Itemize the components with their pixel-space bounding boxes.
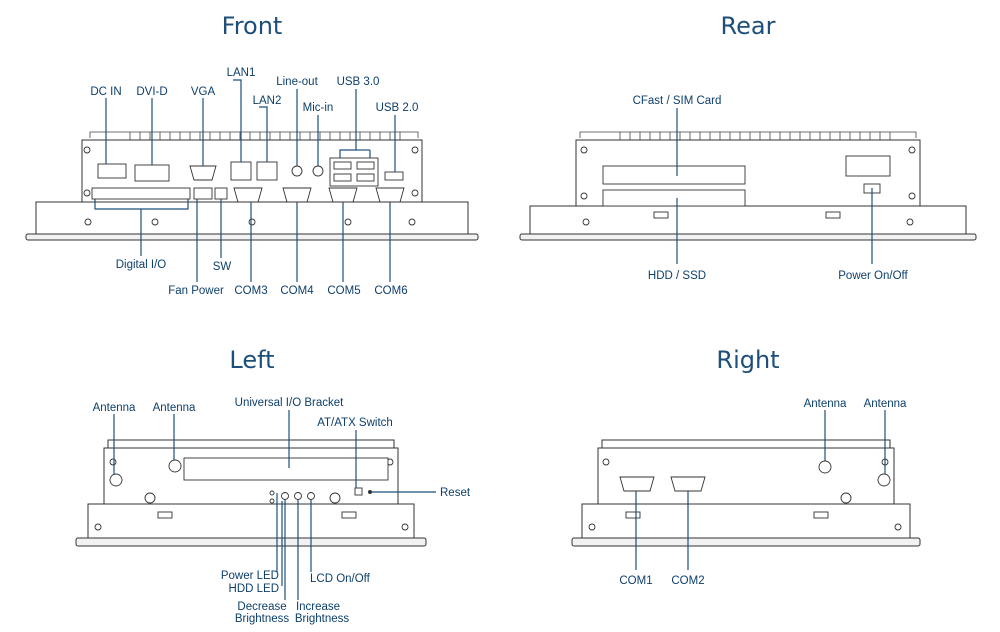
front-view: Front xyxy=(25,12,479,297)
antenna-hole-1 xyxy=(109,473,123,487)
right-view: Right Antenna Antenna COM1 COM2 xyxy=(571,346,921,587)
label-decrease-1: Decrease xyxy=(237,601,286,613)
increase-brightness-button xyxy=(294,492,302,500)
label-lan2: LAN2 xyxy=(253,95,282,107)
left-leaders xyxy=(113,410,436,600)
cfast-sim-slot xyxy=(602,165,746,185)
label-com2: COM2 xyxy=(671,575,704,587)
label-mic-in: Mic-in xyxy=(303,102,334,114)
left-chassis xyxy=(75,439,427,547)
label-lcd-onoff: LCD On/Off xyxy=(310,573,371,585)
usb20-port xyxy=(384,171,404,181)
com4-port xyxy=(282,187,312,203)
label-power-led: Power LED xyxy=(221,570,279,582)
right-antenna-hole-1 xyxy=(818,460,832,474)
right-ports xyxy=(619,460,891,492)
digital-io-terminal xyxy=(91,187,191,200)
label-right-antenna-1: Antenna xyxy=(804,398,847,410)
dc-in-port xyxy=(97,163,127,179)
left-title: Left xyxy=(229,346,274,374)
com5-port xyxy=(328,187,358,203)
reset-button xyxy=(368,490,372,494)
com2-port xyxy=(670,476,706,492)
label-hdd-ssd: HDD / SSD xyxy=(648,270,706,282)
label-dvi-d: DVI-D xyxy=(136,86,167,98)
front-title: Front xyxy=(222,12,283,40)
label-digital-io: Digital I/O xyxy=(116,259,167,271)
label-hdd-led: HDD LED xyxy=(229,583,279,595)
label-line-out: Line-out xyxy=(276,76,318,88)
label-increase-1: Increase xyxy=(296,601,340,613)
hdd-ssd-bay xyxy=(602,189,746,207)
label-com1: COM1 xyxy=(619,575,652,587)
com3-port xyxy=(233,187,263,203)
label-reset: Reset xyxy=(440,487,471,499)
front-leaders xyxy=(94,79,396,282)
label-right-antenna-2: Antenna xyxy=(864,398,907,410)
label-sw: SW xyxy=(213,261,232,273)
rear-view: Rear xyxy=(519,12,977,282)
label-universal-io: Universal I/O Bracket xyxy=(235,397,344,409)
label-at-atx: AT/ATX Switch xyxy=(317,417,393,429)
line-out-jack xyxy=(291,165,303,177)
at-atx-switch xyxy=(354,487,363,496)
label-fan-power: Fan Power xyxy=(168,285,224,297)
label-left-antenna-1: Antenna xyxy=(93,402,136,414)
rear-leaders xyxy=(676,108,873,264)
right-title: Right xyxy=(716,346,779,374)
label-com5: COM5 xyxy=(327,285,360,297)
mic-in-jack xyxy=(312,165,324,177)
rear-chassis xyxy=(519,131,977,241)
label-com6: COM6 xyxy=(374,285,407,297)
front-chassis xyxy=(25,131,479,241)
com1-port xyxy=(619,476,655,492)
lan1-port xyxy=(230,161,252,181)
power-led xyxy=(269,490,275,496)
left-ports xyxy=(109,457,389,504)
label-dc-in: DC IN xyxy=(90,86,121,98)
label-vga: VGA xyxy=(191,86,216,98)
right-chassis xyxy=(571,439,921,547)
label-usb30: USB 3.0 xyxy=(337,76,380,88)
label-com4: COM4 xyxy=(280,285,314,297)
label-com3: COM3 xyxy=(234,285,267,297)
label-lan1: LAN1 xyxy=(227,67,256,79)
label-cfast-sim: CFast / SIM Card xyxy=(633,95,722,107)
right-antenna-hole-2 xyxy=(877,473,891,487)
antenna-hole-2 xyxy=(168,459,182,473)
lan2-port xyxy=(256,161,278,181)
left-view: Left xyxy=(75,346,471,625)
label-usb20: USB 2.0 xyxy=(376,102,419,114)
decrease-brightness-button xyxy=(281,492,289,500)
label-left-antenna-2: Antenna xyxy=(153,402,196,414)
label-decrease-2: Brightness xyxy=(235,613,290,625)
rear-cover-plate xyxy=(845,155,891,177)
hdd-led xyxy=(269,498,275,504)
com6-port xyxy=(375,187,405,203)
universal-io-bracket xyxy=(183,457,389,481)
sw-terminal xyxy=(214,187,228,200)
rear-title: Rear xyxy=(721,12,776,40)
right-leaders xyxy=(635,410,886,570)
dvi-d-port xyxy=(134,164,170,182)
fan-power-terminal xyxy=(193,187,213,200)
lcd-onoff-button xyxy=(307,492,315,500)
vga-port xyxy=(189,165,217,181)
label-power-onoff: Power On/Off xyxy=(838,270,908,282)
label-increase-2: Brightness xyxy=(295,613,350,625)
